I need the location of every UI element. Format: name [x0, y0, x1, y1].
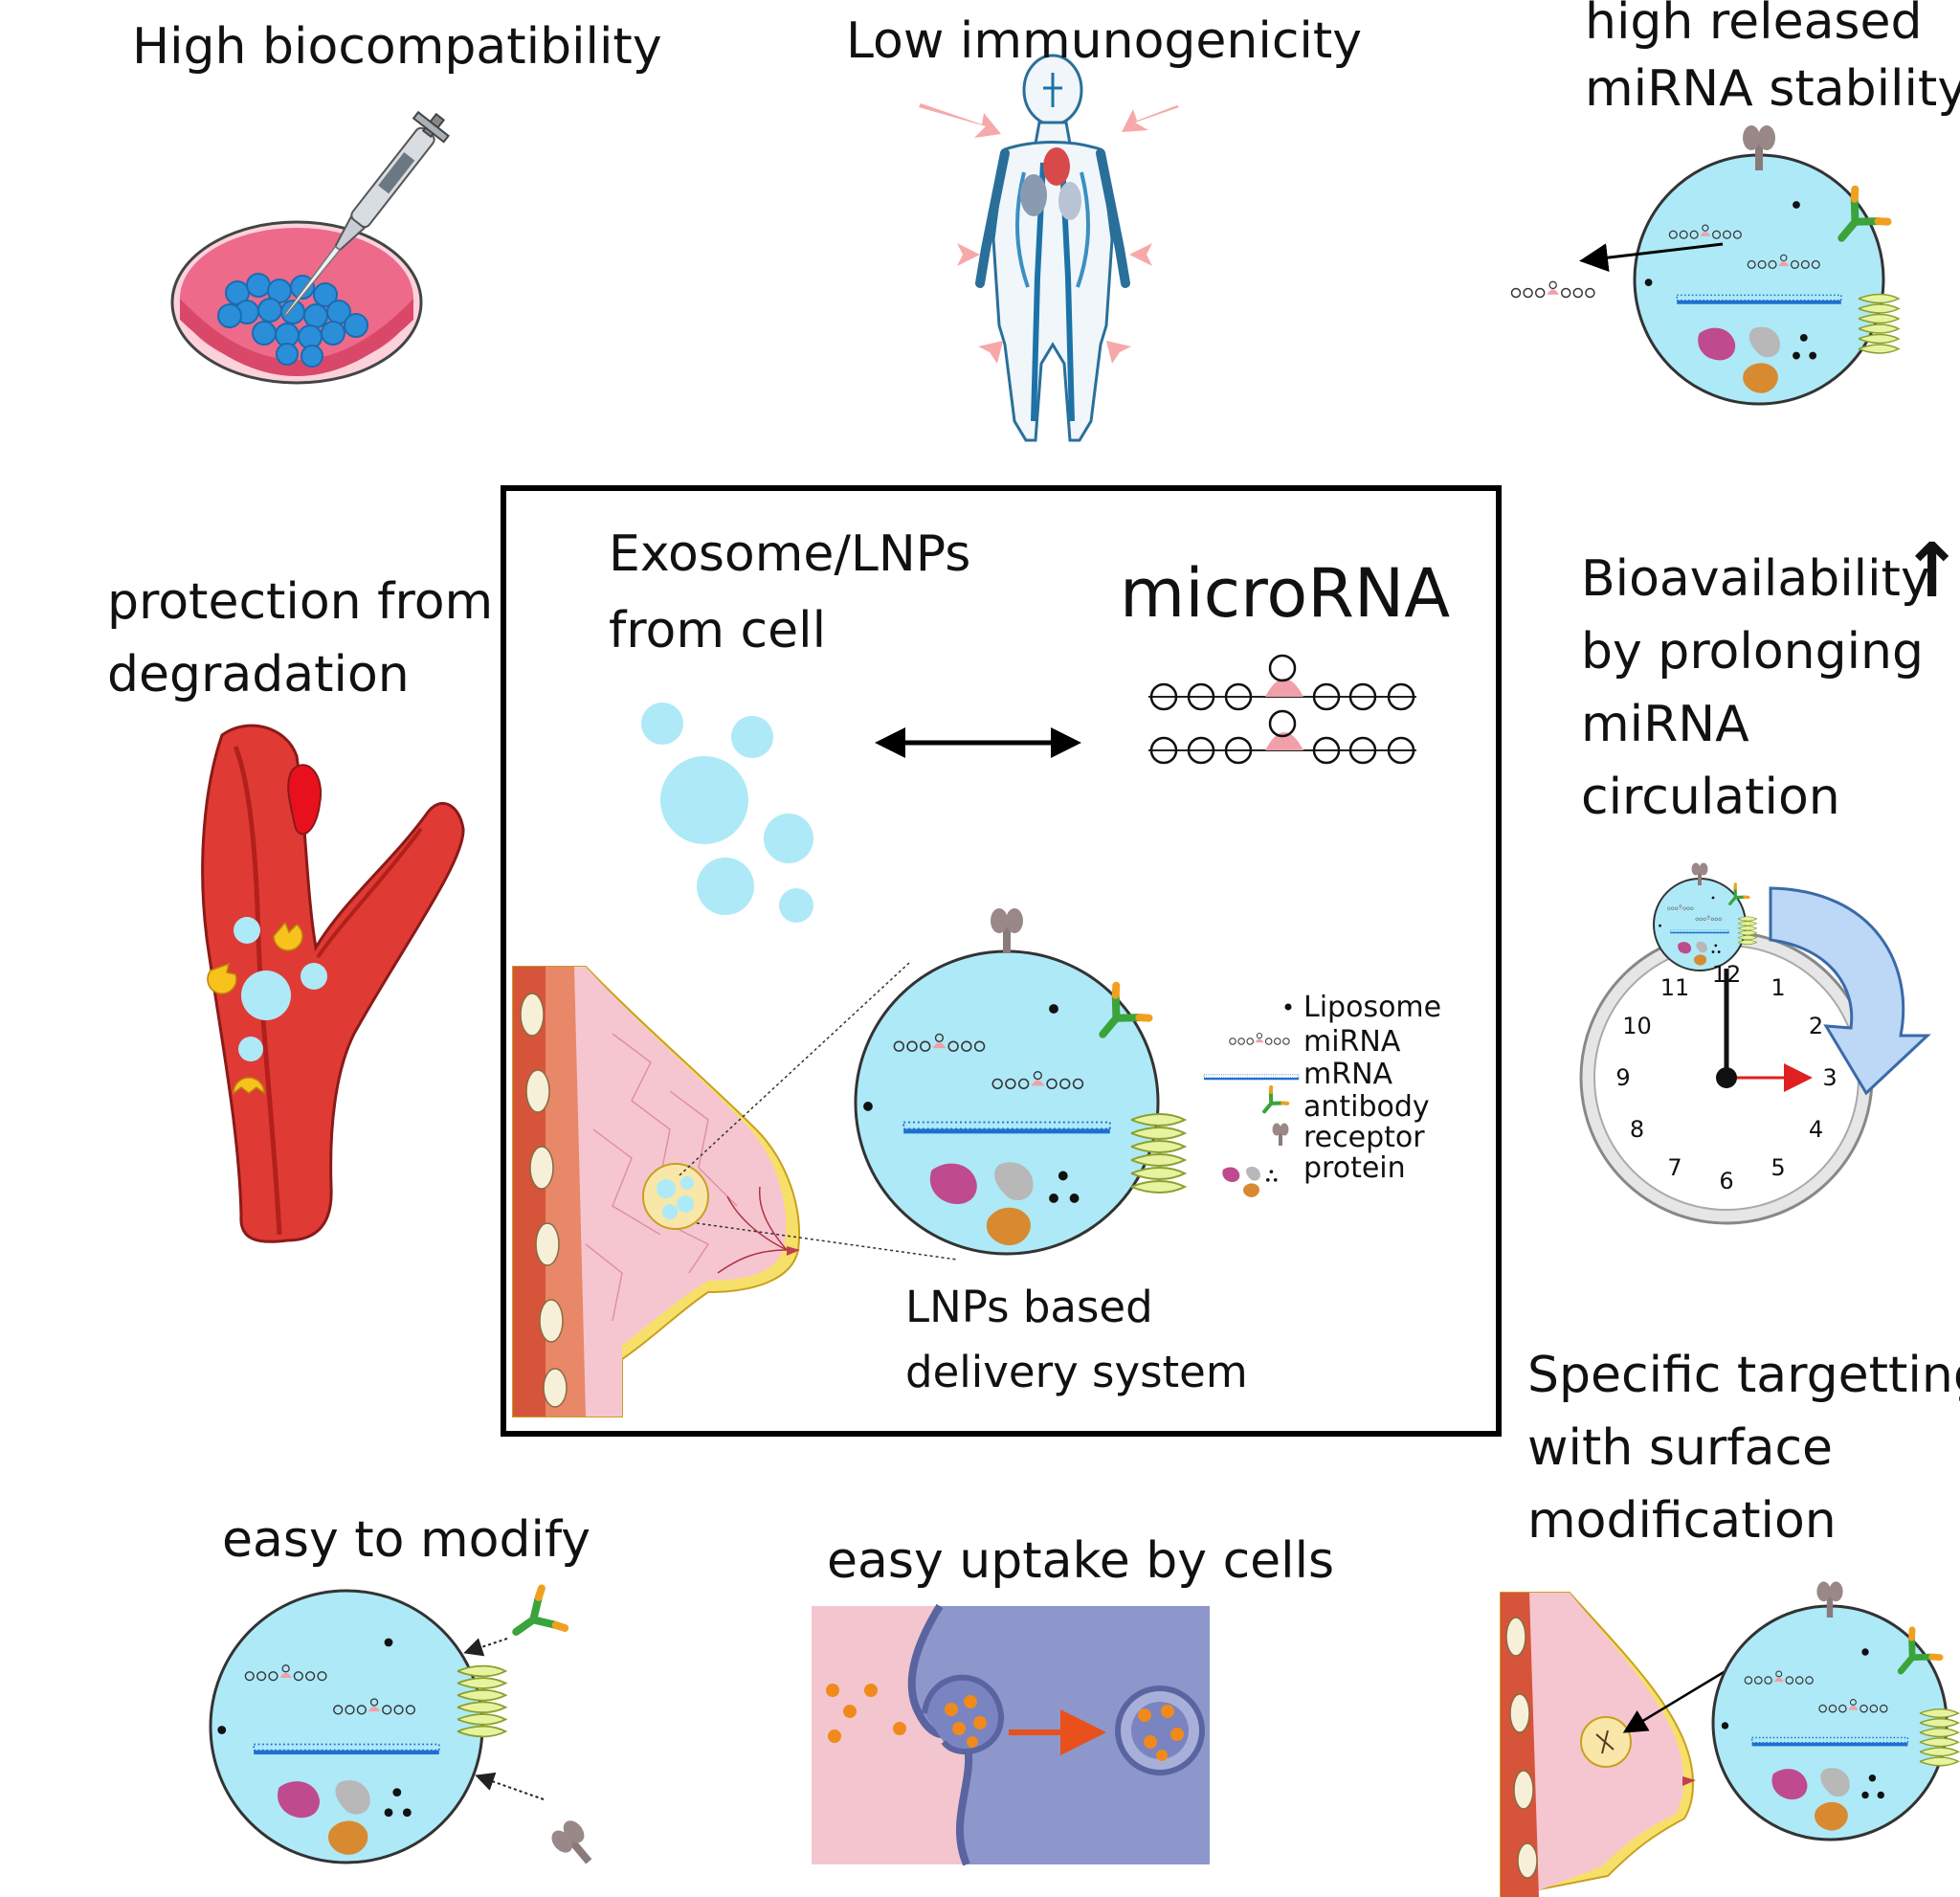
label-lnp-1: LNPs based — [905, 1282, 1153, 1332]
petri-dish-icon — [170, 110, 450, 385]
human-body-icon — [909, 54, 1200, 442]
label-microrna: microRNA — [1120, 554, 1451, 633]
vesicle-cluster-icon — [641, 703, 813, 923]
legend-protein: protein — [1303, 1151, 1406, 1185]
double-arrow-icon — [875, 727, 1081, 758]
clock-number-7: 7 — [1667, 1153, 1682, 1181]
targeting-icon — [1500, 1581, 1960, 1897]
clock-number-8: 8 — [1629, 1116, 1645, 1143]
clock-number-6: 6 — [1719, 1168, 1734, 1194]
clock-number-12: 12 — [1711, 961, 1742, 988]
label-targeting-1: Specific targetting — [1527, 1347, 1960, 1404]
label-bioavailability-3: miRNA — [1581, 696, 1749, 753]
label-protection-2: degradation — [107, 646, 410, 703]
legend-antibody: antibody — [1303, 1090, 1430, 1124]
legend-liposome: Liposome — [1303, 991, 1442, 1024]
legend-mrna: mRNA — [1303, 1058, 1393, 1091]
clock-number-10: 10 — [1622, 1013, 1652, 1039]
lnp-particle-icon — [854, 908, 1186, 1256]
clock-icon — [1579, 862, 1931, 1225]
legend-icons — [1203, 1003, 1300, 1197]
label-protection-1: protection from — [107, 573, 494, 631]
label-exosome-1: Exosome/LNPs — [609, 525, 971, 583]
label-modify: easy to modify — [222, 1511, 591, 1569]
label-stability-1: high released — [1585, 0, 1923, 51]
label-biocompatibility: High biocompatibility — [132, 18, 662, 76]
up-arrow-icon: ↑ — [1901, 528, 1960, 614]
legend-receptor: receptor — [1303, 1121, 1425, 1154]
clock-number-3: 3 — [1822, 1064, 1838, 1091]
clock-number-11: 11 — [1659, 974, 1690, 1002]
breast-tissue-icon — [512, 962, 958, 1417]
label-lnp-2: delivery system — [905, 1347, 1248, 1397]
blood-vessel-icon — [201, 724, 465, 1243]
label-targeting-2: with surface — [1527, 1419, 1834, 1477]
label-stability-2: miRNA stability — [1585, 60, 1960, 118]
clock-number-9: 9 — [1615, 1064, 1631, 1091]
clock-number-4: 4 — [1808, 1116, 1824, 1143]
label-bioavailability-2: by prolonging — [1581, 623, 1925, 681]
legend-mirna: miRNA — [1303, 1025, 1401, 1059]
label-immunogenicity: Low immunogenicity — [846, 12, 1363, 70]
label-bioavailability-4: circulation — [1581, 769, 1840, 826]
clock-number-1: 1 — [1771, 974, 1786, 1002]
label-bioavailability-1: Bioavailability — [1581, 550, 1930, 608]
label-targeting-3: modification — [1527, 1492, 1837, 1550]
clock-number-5: 5 — [1771, 1153, 1786, 1181]
microrna-duplex-icon — [1148, 654, 1416, 765]
stability-lnp-icon — [1510, 125, 1900, 406]
clock-number-2: 2 — [1808, 1013, 1824, 1039]
label-uptake: easy uptake by cells — [827, 1532, 1335, 1590]
central-panel-frame — [501, 485, 1502, 1437]
modifiable-lnp-icon — [209, 1588, 602, 1872]
label-exosome-2: from cell — [609, 602, 827, 659]
endocytosis-icon — [812, 1603, 1210, 1866]
